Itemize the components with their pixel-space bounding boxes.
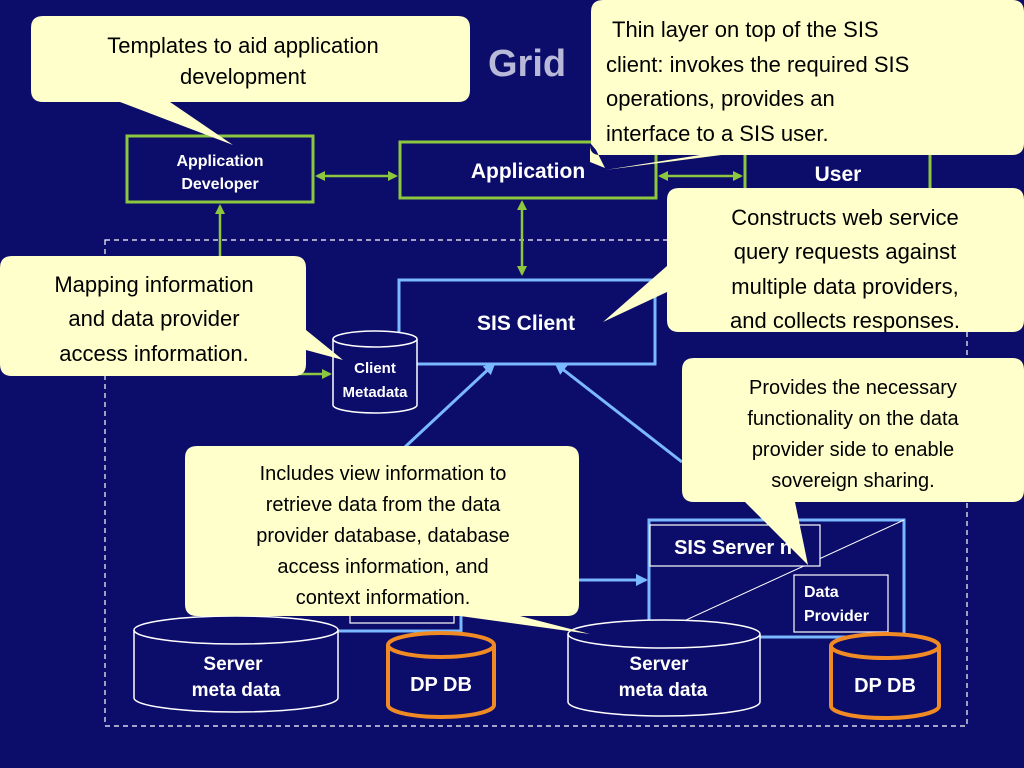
- sis-client-box: SIS Client: [397, 278, 657, 366]
- callout-mapping-line-1: Mapping information: [54, 272, 253, 297]
- server-meta-right-label-1: Server: [629, 654, 689, 675]
- callout-includes-line-1: Includes view information to: [260, 463, 507, 485]
- server-meta-data-right: Server meta data: [567, 619, 761, 717]
- dp-db-left-label: DP DB: [410, 674, 472, 696]
- callout-mapping-line-2: and data provider: [68, 306, 239, 331]
- dp-db-left: DP DB: [386, 631, 496, 719]
- callout-thin-layer: Thin layer on top of the SIS client: inv…: [590, 0, 1024, 170]
- application-box: Application: [398, 140, 658, 200]
- callout-templates: Templates to aid application development: [31, 16, 470, 145]
- callout-provides-line-4: sovereign sharing.: [771, 470, 934, 492]
- callout-mapping-line-3: access information.: [59, 341, 249, 366]
- client-metadata-label-2: Metadata: [342, 384, 408, 401]
- callout-provides-line-3: provider side to enable: [752, 439, 954, 461]
- callout-thin-layer-line-1: Thin layer on top of the SIS: [612, 17, 879, 42]
- callout-mapping: Mapping information and data provider ac…: [0, 256, 343, 376]
- page-title: Grid: [488, 43, 566, 85]
- callout-thin-layer-line-4: interface to a SIS user.: [606, 121, 829, 146]
- data-provider-label-2: Provider: [804, 608, 869, 625]
- dp-db-right-label: DP DB: [854, 675, 916, 697]
- callout-includes-line-5: context information.: [296, 587, 471, 609]
- callout-thin-layer-line-2: client: invokes the required SIS: [606, 52, 909, 77]
- callout-constructs-line-3: multiple data providers,: [731, 274, 958, 299]
- callout-thin-layer-line-3: operations, provides an: [606, 86, 835, 111]
- callout-includes: Includes view information to retrieve da…: [185, 446, 590, 634]
- callout-templates-line-1: Templates to aid application: [107, 33, 379, 58]
- sis-client-label: SIS Client: [477, 312, 575, 335]
- server-meta-left-label-1: Server: [203, 654, 263, 675]
- client-metadata-cylinder: Client Metadata: [332, 330, 418, 414]
- callout-constructs-line-1: Constructs web service: [731, 205, 958, 230]
- callout-provides: Provides the necessary functionality on …: [682, 358, 1024, 565]
- app-developer-label-2: Developer: [181, 176, 258, 193]
- server-meta-data-left: Server meta data: [133, 615, 339, 713]
- callout-constructs-line-4: and collects responses.: [730, 308, 960, 333]
- server-meta-right-label-2: meta data: [619, 680, 708, 701]
- arrow-servern-client: [554, 362, 683, 464]
- system-boundary: [104, 239, 968, 727]
- callout-constructs: Constructs web service query requests ag…: [603, 188, 1024, 333]
- callout-includes-line-2: retrieve data from the data: [266, 494, 501, 516]
- application-label: Application: [471, 160, 585, 183]
- server-meta-left-label-2: meta data: [192, 680, 281, 701]
- dp-db-right: DP DB: [829, 632, 941, 720]
- callout-provides-line-2: functionality on the data: [747, 408, 959, 430]
- callout-includes-line-4: access information, and: [277, 556, 488, 578]
- app-developer-label-1: Application: [176, 153, 263, 170]
- data-provider-label-1: Data: [804, 584, 839, 601]
- data-provider-box: [793, 574, 889, 633]
- callout-constructs-line-2: query requests against: [734, 239, 957, 264]
- user-label: User: [815, 163, 862, 186]
- arrow-server1-client: [403, 362, 496, 449]
- callout-includes-line-3: provider database, database: [256, 525, 510, 547]
- callout-provides-line-1: Provides the necessary: [749, 377, 957, 399]
- callout-templates-line-2: development: [180, 64, 306, 89]
- client-metadata-label-1: Client: [354, 360, 396, 377]
- app-developer-box: Application Developer: [125, 134, 315, 204]
- sis-server-n-label: SIS Server n: [674, 537, 792, 559]
- sis-server-n-box: SIS Server n Data Provider: [647, 518, 906, 639]
